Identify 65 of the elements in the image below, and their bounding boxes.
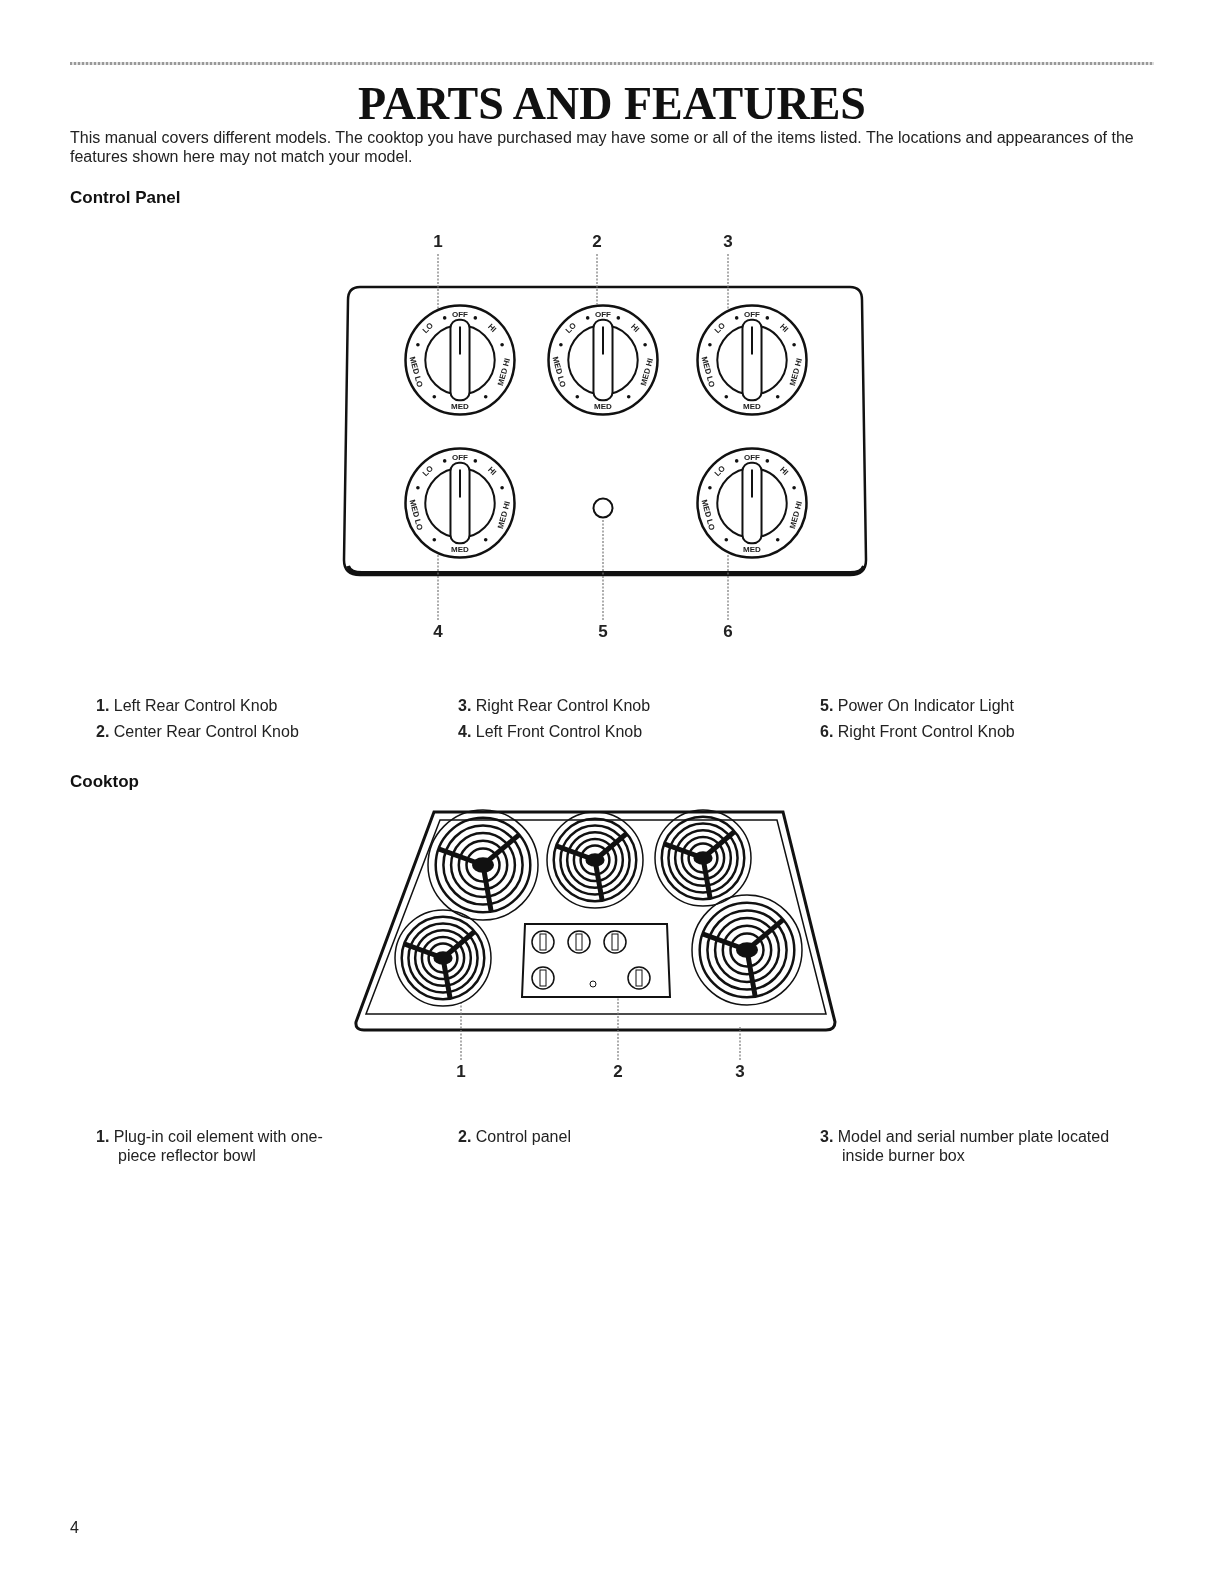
leader-line: [727, 253, 729, 310]
dial-marking: MED HI: [788, 357, 805, 387]
dial-marking: MED HI: [496, 357, 513, 387]
dial-marking: MED LO: [407, 355, 424, 389]
dial-marking: MED: [594, 401, 612, 411]
dial-marking: HI: [778, 464, 791, 477]
callout-number: 2: [606, 1060, 630, 1084]
callout-number: 2: [585, 230, 609, 254]
dial-marking: MED HI: [788, 500, 805, 530]
dial-marking: OFF: [744, 452, 760, 462]
section-heading: Cooktop: [70, 772, 139, 791]
dial-marking: MED: [451, 544, 469, 554]
dial-marking: HI: [629, 321, 642, 334]
dial-marking: OFF: [744, 309, 760, 319]
legend-item: 2. Control panel: [458, 1127, 571, 1146]
callout-number: 3: [716, 230, 740, 254]
dial-marking: MED: [743, 544, 761, 554]
dial-marking: OFF: [452, 452, 468, 462]
dial-marking: MED HI: [496, 500, 513, 530]
dial-marking: HI: [778, 321, 791, 334]
leader-line: [596, 253, 598, 305]
legend-item: 1. Plug-in coil element with one-piece reflector bowl: [96, 1127, 324, 1165]
callout-number: 6: [716, 620, 740, 644]
legend-item: 3. Right Rear Control Knob: [458, 696, 651, 715]
intro-paragraph: This manual covers different models. The cooktop you have purchased may have some or all of the items listed. The locations and appearances of the features shown here may not match your model.: [70, 128, 1135, 166]
leader-line: [617, 996, 619, 1061]
dial-marking: MED: [743, 401, 761, 411]
legend-item: 6. Right Front Control Knob: [820, 722, 1015, 741]
callout-number: 1: [426, 230, 450, 254]
dial-marking: MED: [451, 401, 469, 411]
page-number: 4: [70, 1518, 79, 1537]
dial-marking: LO: [712, 320, 727, 335]
leader-line: [602, 518, 604, 621]
legend-item: 4. Left Front Control Knob: [458, 722, 643, 741]
legend-item: 2. Center Rear Control Knob: [96, 722, 299, 741]
dial-marking: MED LO: [699, 355, 716, 389]
dial-marking: HI: [486, 464, 499, 477]
indicator-light: [592, 497, 614, 519]
callout-number: 3: [728, 1060, 752, 1084]
control-panel: [521, 922, 671, 1000]
leader-line: [437, 553, 439, 621]
leader-line: [460, 1001, 462, 1061]
dial-marking: HI: [486, 321, 499, 334]
dial-marking: LO: [563, 320, 578, 335]
dial-marking: LO: [420, 320, 435, 335]
legend-item: 5. Power On Indicator Light: [820, 696, 1014, 715]
dial-marking: LO: [712, 463, 727, 478]
dial-marking: MED LO: [550, 355, 567, 389]
leader-line: [739, 1026, 741, 1061]
coil-element: [395, 910, 491, 1006]
legend-item: 1. Left Rear Control Knob: [96, 696, 278, 715]
callout-number: 5: [591, 620, 615, 644]
dial-marking: OFF: [595, 309, 611, 319]
dial-marking: MED LO: [699, 498, 716, 532]
callout-number: 4: [426, 620, 450, 644]
dial-marking: OFF: [452, 309, 468, 319]
leader-line: [437, 253, 439, 310]
dial-marking: MED LO: [407, 498, 424, 532]
dial-marking: LO: [420, 463, 435, 478]
callout-number: 1: [449, 1060, 473, 1084]
section-heading: Control Panel: [70, 188, 181, 207]
dial-marking: MED HI: [639, 357, 656, 387]
leader-line: [727, 553, 729, 621]
legend-item: 3. Model and serial number plate located inside burner box: [820, 1127, 1111, 1165]
page-title: PARTS AND FEATURES: [357, 78, 867, 130]
